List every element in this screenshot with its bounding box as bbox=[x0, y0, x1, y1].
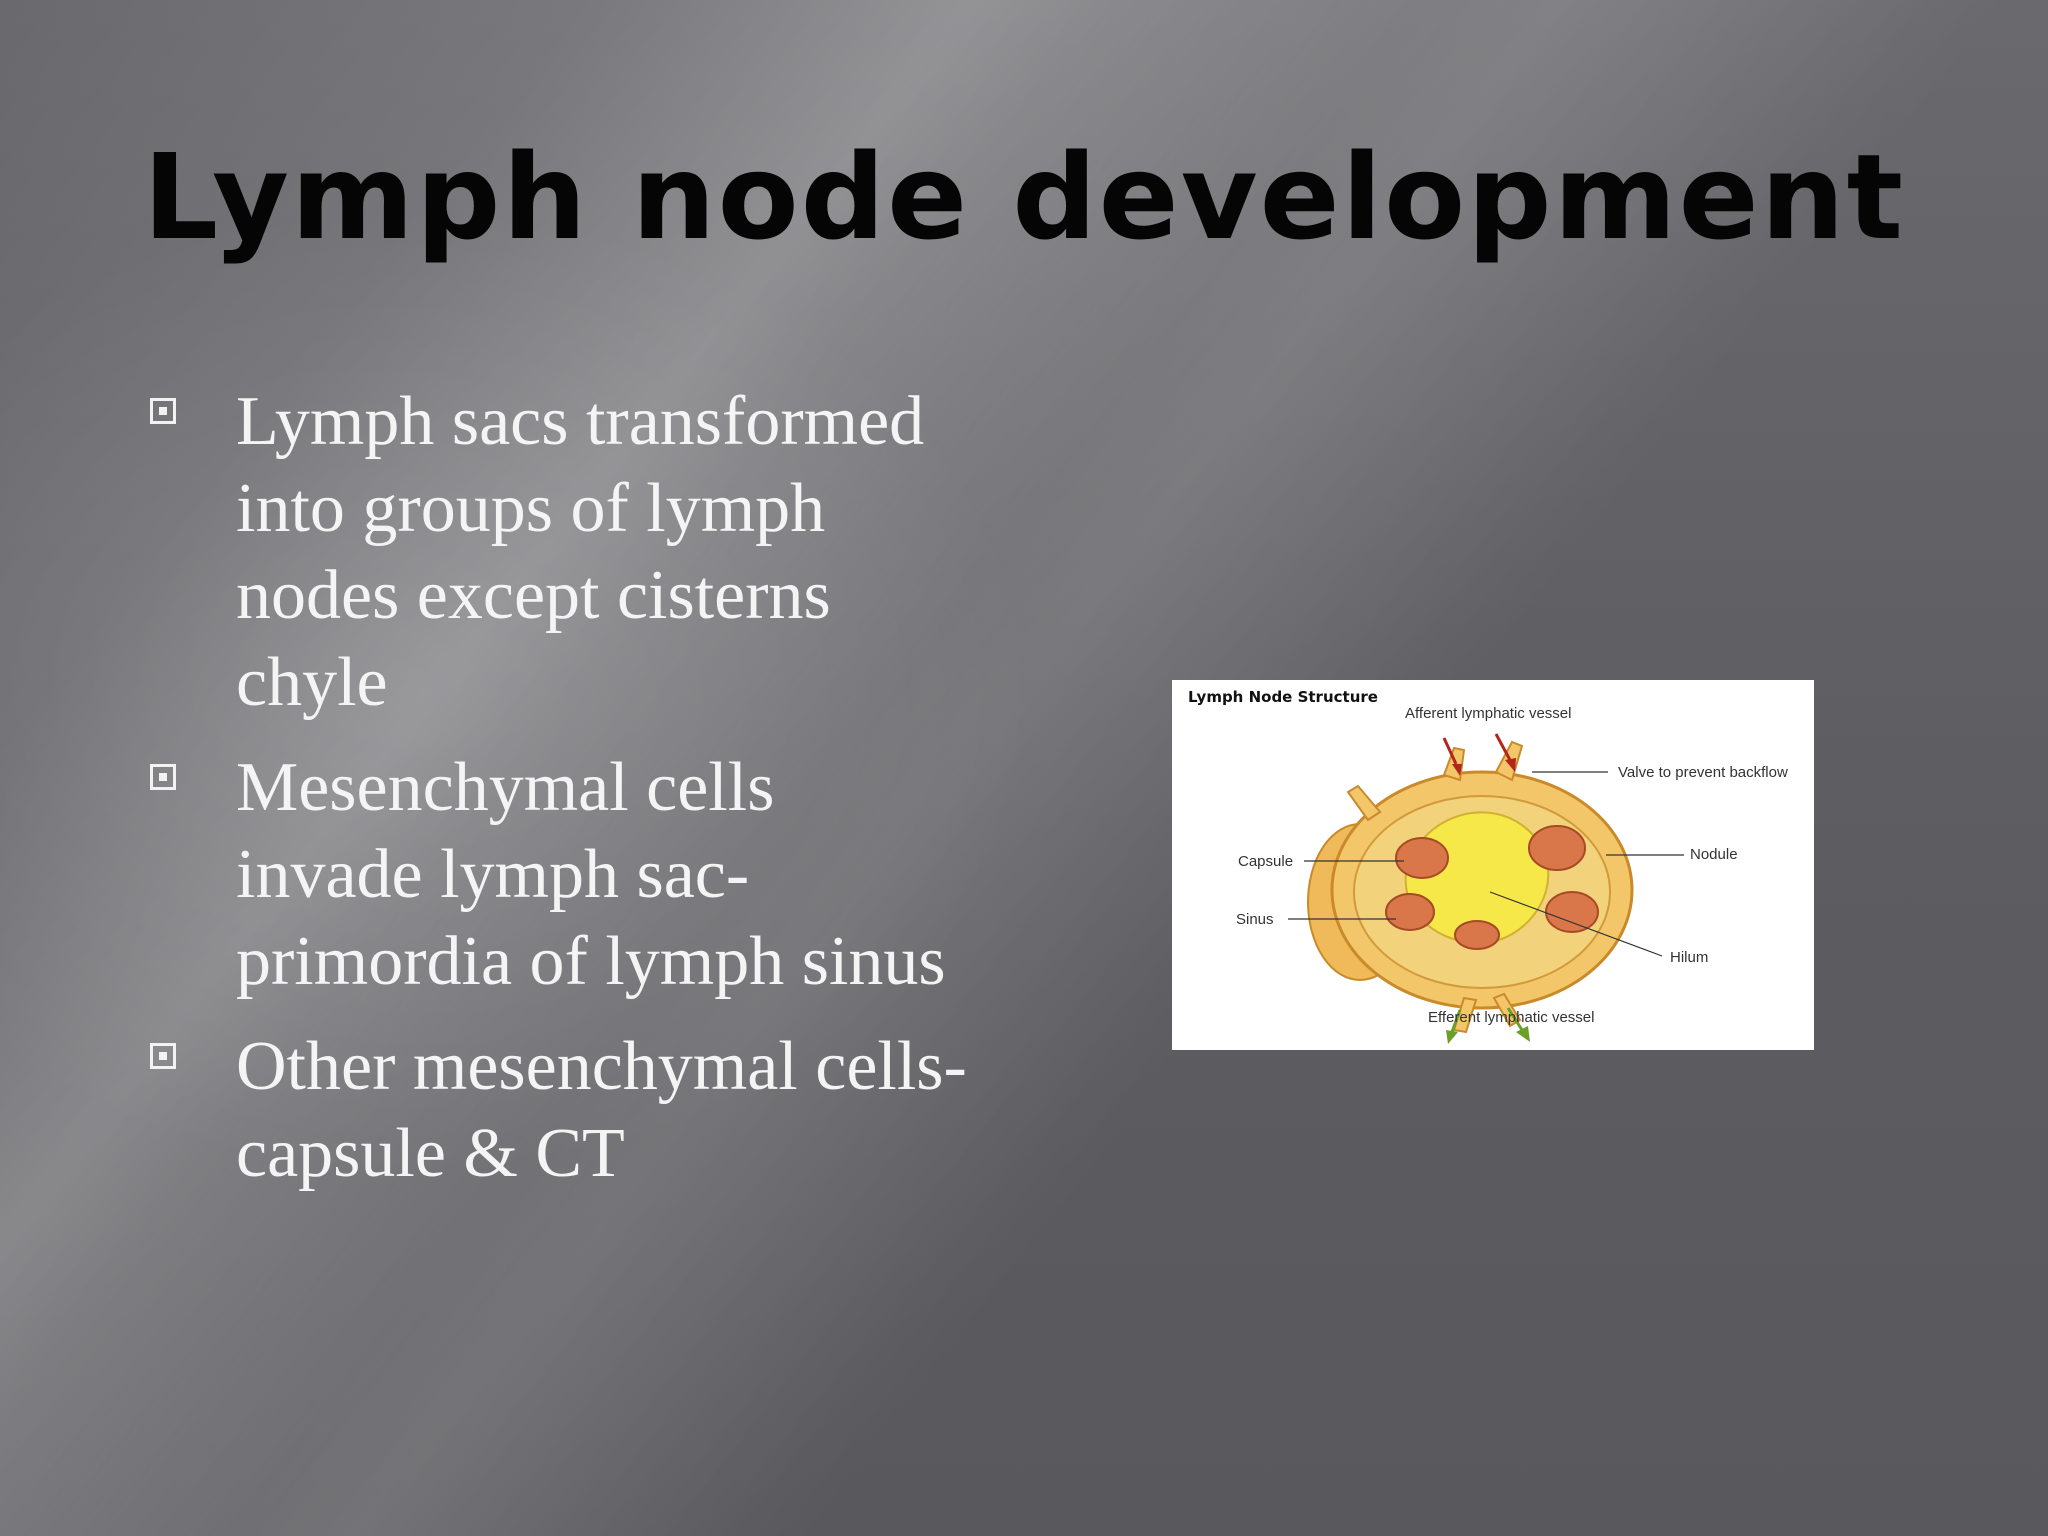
label-afferent-vessel: Afferent lymphatic vessel bbox=[1405, 705, 1571, 722]
square-bullet-icon bbox=[150, 1043, 176, 1069]
label-valve: Valve to prevent backflow bbox=[1618, 764, 1788, 781]
label-efferent-vessel: Efferent lymphatic vessel bbox=[1428, 1009, 1594, 1026]
bullet-item: Lymph sacs transformed into groups of ly… bbox=[150, 378, 970, 726]
diagram-title: Lymph Node Structure bbox=[1188, 688, 1378, 706]
lymph-node-diagram: Lymph Node Structure bbox=[1172, 680, 1814, 1050]
bullet-list: Lymph sacs transformed into groups of ly… bbox=[150, 378, 970, 1215]
label-nodule: Nodule bbox=[1690, 846, 1738, 863]
label-capsule: Capsule bbox=[1238, 853, 1293, 870]
slide-title: Lymph node development bbox=[142, 128, 1906, 266]
bullet-item: Other mesenchymal cells- capsule & CT bbox=[150, 1023, 970, 1197]
lymph-node-body bbox=[1307, 740, 1634, 1034]
label-hilum: Hilum bbox=[1670, 949, 1708, 966]
afferent-arrows bbox=[1442, 733, 1516, 776]
lymph-node-illustration: Lymph Node Structure bbox=[1188, 688, 1788, 1044]
square-bullet-icon bbox=[150, 398, 176, 424]
bullet-text: Mesenchymal cells invade lymph sac- prim… bbox=[236, 749, 946, 1000]
efferent-arrows bbox=[1446, 1007, 1530, 1044]
bullet-text: Lymph sacs transformed into groups of ly… bbox=[236, 383, 925, 721]
square-bullet-icon bbox=[150, 764, 176, 790]
label-sinus: Sinus bbox=[1236, 911, 1274, 928]
diagram-leader-lines bbox=[1288, 771, 1684, 957]
bullet-text: Other mesenchymal cells- capsule & CT bbox=[236, 1028, 967, 1192]
bullet-item: Mesenchymal cells invade lymph sac- prim… bbox=[150, 744, 970, 1005]
